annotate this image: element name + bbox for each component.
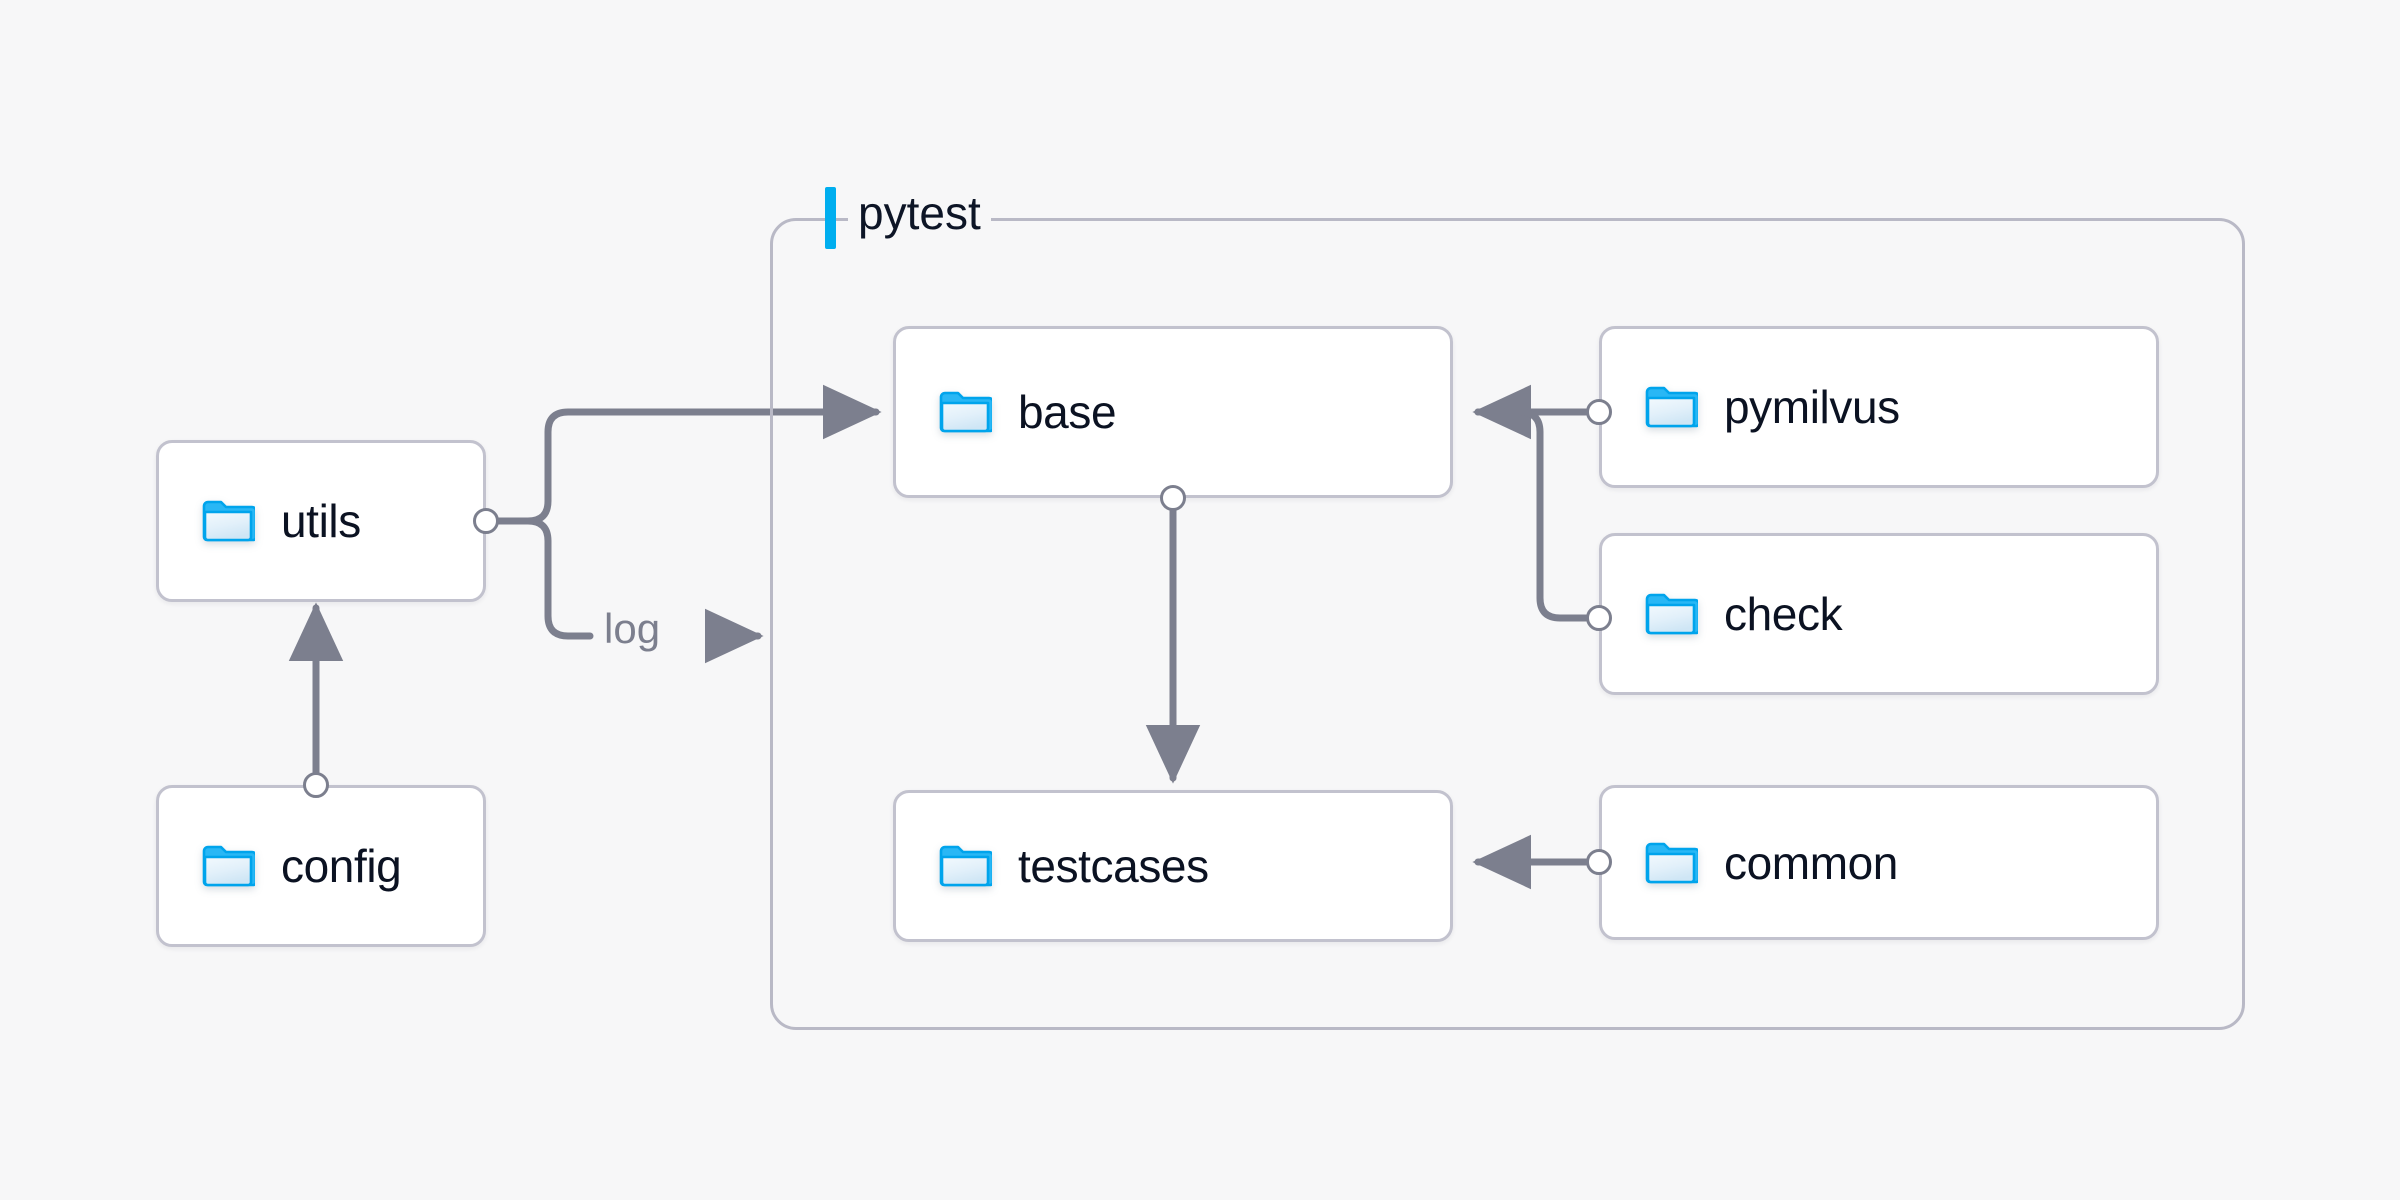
node-config[interactable]: config — [156, 785, 486, 947]
node-pymilvus[interactable]: pymilvus — [1599, 326, 2159, 488]
group-accent-bar — [825, 187, 836, 249]
node-utils[interactable]: utils — [156, 440, 486, 602]
node-common[interactable]: common — [1599, 785, 2159, 940]
group-pytest-container — [770, 218, 2245, 1030]
node-label-pymilvus: pymilvus — [1724, 381, 1900, 433]
folder-icon — [939, 391, 992, 433]
folder-icon — [1645, 386, 1698, 428]
folder-icon — [1645, 593, 1698, 635]
node-base[interactable]: base — [893, 326, 1453, 498]
handle-pymilvus-left[interactable] — [1586, 399, 1612, 425]
folder-icon — [202, 500, 255, 542]
node-label-utils: utils — [281, 495, 361, 547]
node-label-config: config — [281, 840, 402, 892]
node-label-check: check — [1724, 588, 1843, 640]
group-label-pytest: pytest — [848, 190, 991, 236]
handle-check-left[interactable] — [1586, 605, 1612, 631]
node-label-testcases: testcases — [1018, 840, 1209, 892]
edge-label-log: log — [604, 605, 661, 652]
handle-config-top[interactable] — [303, 772, 329, 798]
node-testcases[interactable]: testcases — [893, 790, 1453, 942]
edge-utils-to-pytest-log — [482, 517, 594, 640]
node-label-common: common — [1724, 836, 1898, 889]
handle-utils-right[interactable] — [473, 508, 499, 534]
folder-icon — [1645, 842, 1698, 883]
handle-common-left[interactable] — [1586, 849, 1612, 875]
folder-icon — [202, 845, 255, 887]
folder-icon — [939, 845, 992, 887]
edge-check-to-base — [1474, 408, 1590, 622]
node-label-base: base — [1018, 386, 1117, 438]
handle-base-bottom[interactable] — [1160, 485, 1186, 511]
node-check[interactable]: check — [1599, 533, 2159, 695]
